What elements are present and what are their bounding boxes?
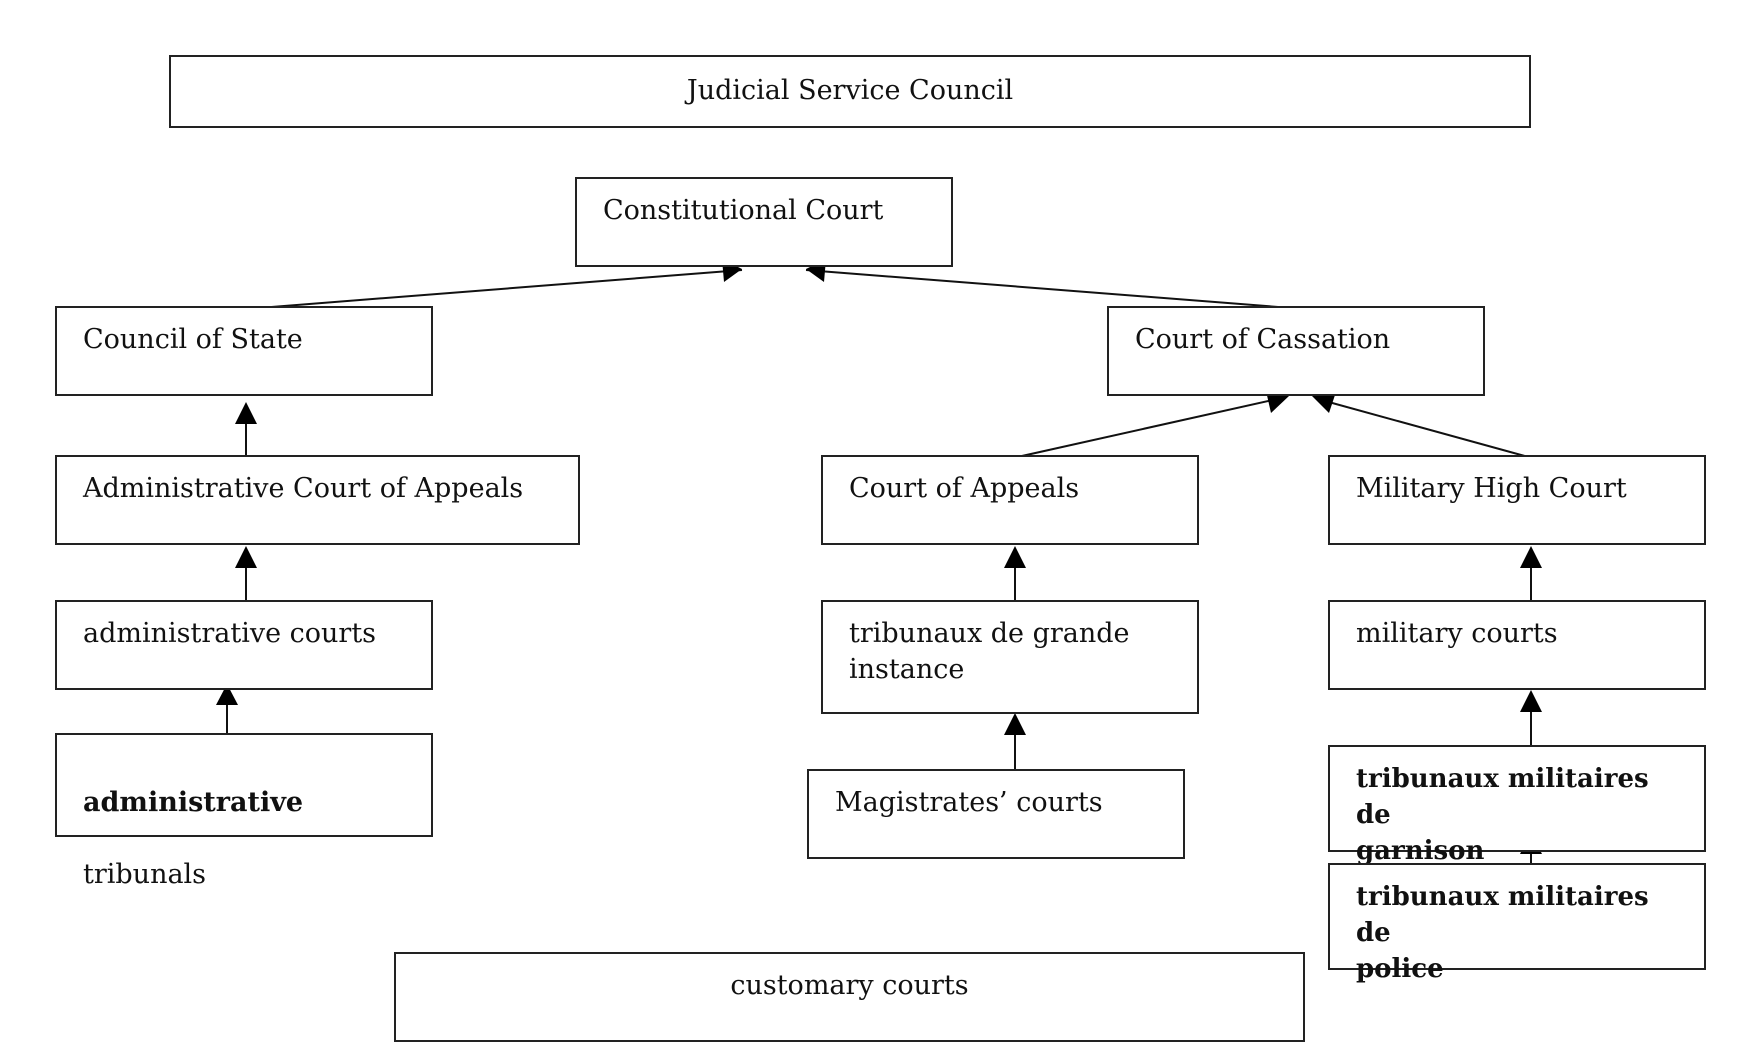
node-tribunaux-militaires-police: tribunaux militaires de police [1328,863,1706,984]
node-administrative-tribunals: administrative tribunals [55,733,433,890]
node-tribunaux-grande-instance: tribunaux de grande instance [821,600,1199,714]
node-magistrates-courts: Magistrates’ courts [807,769,1185,859]
node-court-of-appeals: Court of Appeals [821,455,1199,545]
node-constitutional-court: Constitutional Court [575,177,953,267]
edge-court-of-cassation-to-constitutional-court [805,269,1305,310]
node-judicial-service-council: Judicial Service Council [169,55,1531,128]
administrative-tribunals-line2: tribunals [83,859,207,890]
node-administrative-courts: administrative courts [55,600,433,690]
edge-military-high-court-to-cassation [1324,400,1533,459]
node-tribunaux-militaires-garnison: tribunaux militaires de garnison [1328,745,1706,866]
arrowhead-admin-courts-icon [216,684,238,705]
node-military-courts: military courts [1328,600,1706,690]
administrative-tribunals-line1: administrative [83,787,304,818]
edge-council-of-state-to-constitutional-court [245,269,743,310]
arrowhead-grande-instance-icon [1004,713,1026,735]
arrowhead-council-of-state-icon [235,402,257,424]
arrowhead-military-high-court-icon [1520,546,1542,568]
node-military-high-court: Military High Court [1328,455,1706,545]
arrowhead-military-courts-icon [1520,690,1542,712]
arrowhead-court-of-appeals-icon [1004,546,1026,568]
node-council-of-state: Council of State [55,306,433,396]
edge-court-of-appeals-to-cassation [1012,398,1278,459]
node-court-of-cassation: Court of Cassation [1107,306,1485,396]
arrowhead-cassation-right-icon [1312,392,1336,413]
arrowhead-admin-appeals-icon [235,546,257,568]
node-customary-courts: customary courts [394,952,1305,1042]
arrowhead-cassation-left-icon [1266,391,1289,413]
node-administrative-court-of-appeals: Administrative Court of Appeals [55,455,580,545]
